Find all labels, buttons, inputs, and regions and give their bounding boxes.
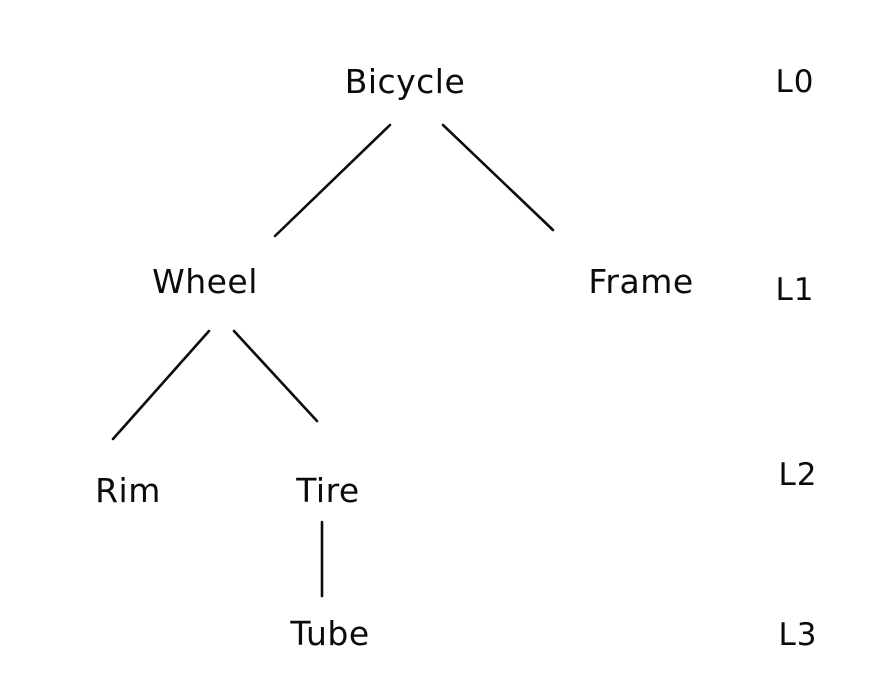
level-label-l0: L0 xyxy=(776,64,815,100)
edge-bicycle-frame xyxy=(441,123,555,232)
edge-bicycle-wheel xyxy=(273,123,392,238)
edges-group xyxy=(111,123,555,598)
level-label-l2: L2 xyxy=(779,457,818,493)
node-tube[interactable]: Tube xyxy=(289,614,369,653)
level-label-l3: L3 xyxy=(779,617,818,653)
node-frame[interactable]: Frame xyxy=(588,262,693,301)
level-label-l1: L1 xyxy=(776,272,815,308)
node-tire[interactable]: Tire xyxy=(295,471,359,510)
node-bicycle[interactable]: Bicycle xyxy=(345,62,466,101)
edge-wheel-rim xyxy=(111,329,211,441)
edge-wheel-tire xyxy=(232,329,319,423)
node-rim[interactable]: Rim xyxy=(95,471,161,510)
node-wheel[interactable]: Wheel xyxy=(152,262,258,301)
